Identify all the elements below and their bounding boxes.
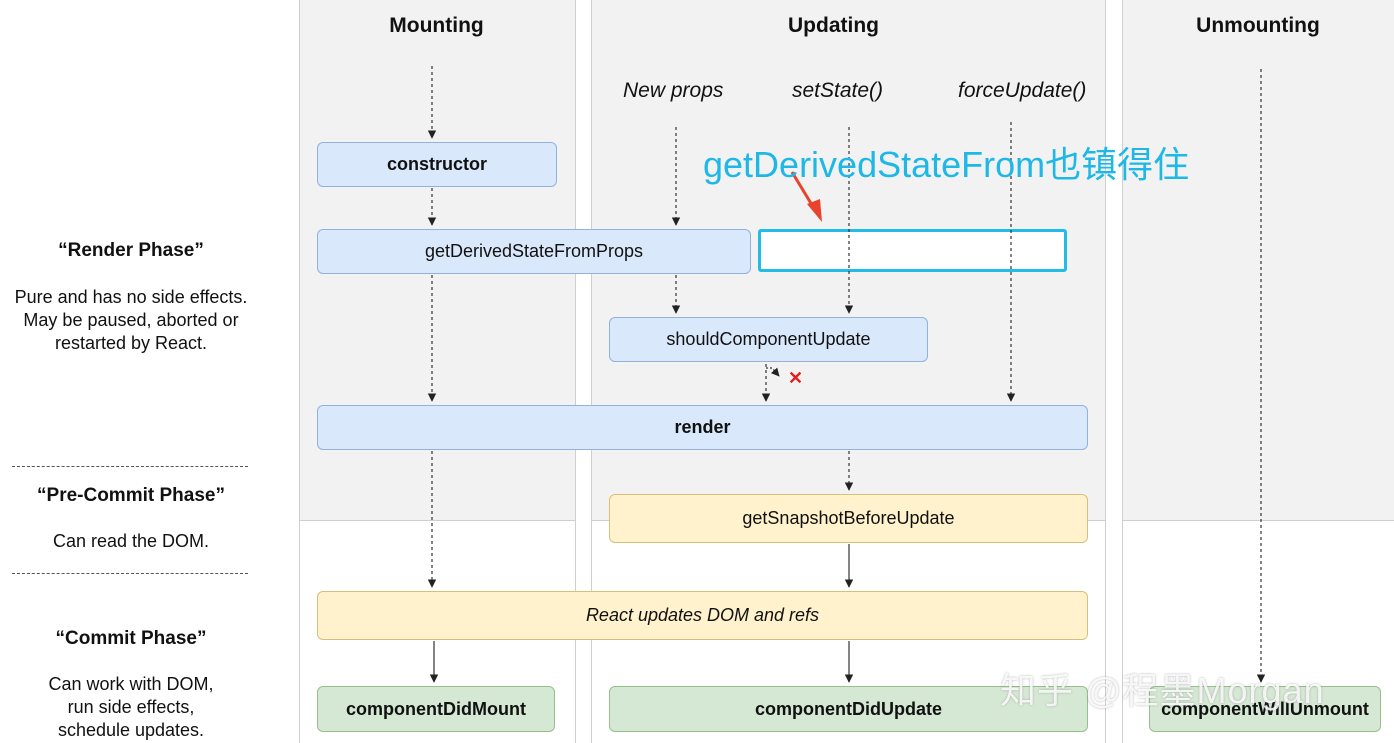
arrow-scu-reject: [766, 367, 780, 377]
highlight-box: [758, 229, 1067, 272]
should-component-update-node: shouldComponentUpdate: [609, 317, 928, 362]
annotation-text: getDerivedStateFrom也镇得住: [703, 144, 1190, 185]
component-did-update-node: componentDidUpdate: [609, 686, 1088, 732]
unmounting-column: [1122, 0, 1394, 520]
reject-icon: ✕: [788, 368, 804, 388]
annotation-arrow-head: [807, 199, 822, 222]
phase-divider: [12, 466, 248, 467]
get-snapshot-before-update-node: getSnapshotBeforeUpdate: [609, 494, 1088, 543]
phase-divider: [12, 573, 248, 574]
render-phase-title: “Render Phase”: [58, 240, 204, 261]
react-updates-dom-node: React updates DOM and refs: [317, 591, 1088, 640]
component-did-mount-node: componentDidMount: [317, 686, 555, 732]
get-derived-state-from-props-node: getDerivedStateFromProps: [317, 229, 751, 274]
constructor-node: constructor: [317, 142, 557, 187]
watermark: 知乎 @程墨Morgan: [1000, 670, 1325, 711]
trigger-force-update: forceUpdate(): [958, 79, 1087, 102]
pre-commit-phase-description: Can read the DOM.: [52, 531, 210, 551]
render-node: render: [317, 405, 1088, 450]
render-phase-description: Pure and has no side effects. May be pau…: [14, 287, 248, 353]
commit-phase-title: “Commit Phase”: [55, 628, 207, 649]
commit-phase-description: Can work with DOM, run side effects, sch…: [48, 674, 214, 740]
mounting-title: Mounting: [389, 14, 484, 37]
component-will-unmount-node: componentWillUnmount: [1149, 686, 1381, 732]
trigger-new-props: New props: [623, 79, 724, 102]
pre-commit-phase-title: “Pre-Commit Phase”: [37, 485, 225, 506]
trigger-set-state: setState(): [792, 79, 884, 102]
unmounting-title: Unmounting: [1196, 14, 1320, 37]
updating-title: Updating: [788, 14, 879, 37]
